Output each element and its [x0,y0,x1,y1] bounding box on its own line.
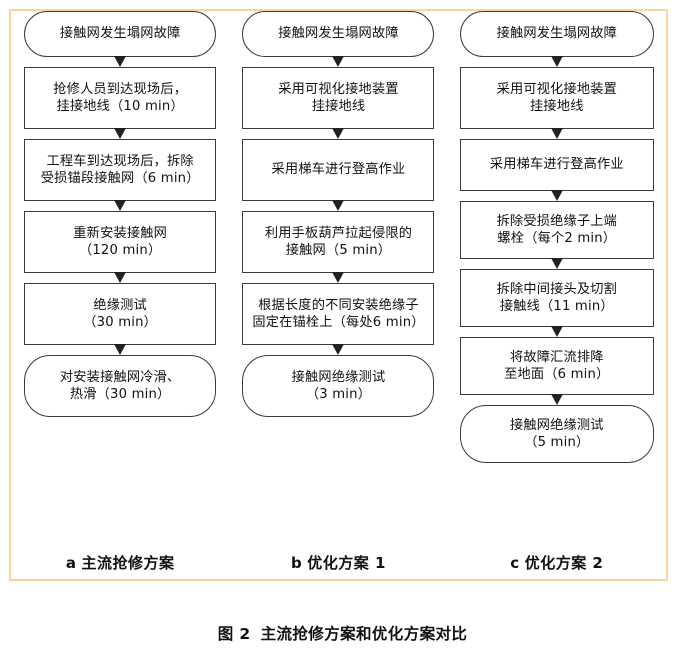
arrow-head [114,56,127,67]
flow-node-terminator[interactable]: 对安装接触网冷滑、 热滑（30 min） [24,355,217,417]
flow-arrow-down-icon [113,128,127,139]
flowchart-columns: 接触网发生塌网故障抢修人员到达现场后， 挂接地线（10 min） 工程车到达现场后… [11,11,666,579]
flow-node-terminator[interactable]: 接触网绝缘测试 （3 min） [242,355,435,417]
flow-node-text: 采用可视化接地装置 挂接地线 [496,81,618,114]
flow-node-process[interactable]: 采用可视化接地装置 挂接地线 [242,67,435,129]
flow-node-terminator[interactable]: 接触网发生塌网故障 [242,11,435,57]
flow-node-text: 根据长度的不同安装绝缘子 固定在锚栓上（每处6 min） [252,297,425,330]
column-label-letter: c [510,554,520,572]
arrow-head [332,128,345,139]
flow-node-text: 工程车到达现场后，拆除 受损锚段接触网（6 min） [40,153,200,186]
flow-node-text: 采用梯车进行登高作业 [271,162,406,178]
flow-node-process[interactable]: 采用可视化接地装置 挂接地线 [459,67,654,129]
arrow-head [550,56,563,67]
flow-arrow-down-icon [550,326,564,337]
flow-arrow-down-icon [550,258,564,269]
flow-node-process[interactable]: 工程车到达现场后，拆除 受损锚段接触网（6 min） [24,139,217,201]
arrow-head [550,128,563,139]
figure-frame: 接触网发生塌网故障抢修人员到达现场后， 挂接地线（10 min） 工程车到达现场后… [9,9,668,581]
figure-caption: 图 2 主流抢修方案和优化方案对比 [0,622,685,644]
flow-node-process[interactable]: 根据长度的不同安装绝缘子 固定在锚栓上（每处6 min） [242,283,435,345]
flow-node-process[interactable]: 采用梯车进行登高作业 [242,139,435,201]
column-label-text: 主流抢修方案 [81,554,175,572]
flow-node-process[interactable]: 采用梯车进行登高作业 [459,139,654,191]
flow-arrow-down-icon [550,190,564,201]
flow-node-terminator[interactable]: 接触网发生塌网故障 [24,11,217,57]
flow-node-list: 接触网发生塌网故障抢修人员到达现场后， 挂接地线（10 min） 工程车到达现场后… [11,11,229,552]
flow-arrow-down-icon [113,344,127,355]
flow-node-terminator[interactable]: 接触网发生塌网故障 [459,11,654,57]
flow-arrow-down-icon [331,128,345,139]
flow-node-process[interactable]: 重新安装接触网 （120 min） [24,211,217,273]
column-label-text: 优化方案 2 [524,554,604,572]
flow-column-scheme-b: 接触网发生塌网故障采用可视化接地装置 挂接地线采用梯车进行登高作业利用手板葫芦拉… [229,11,447,579]
flow-column-scheme-a: 接触网发生塌网故障抢修人员到达现场后， 挂接地线（10 min） 工程车到达现场后… [11,11,229,579]
flow-node-text: 接触网绝缘测试 （3 min） [291,369,386,402]
flow-node-text: 采用梯车进行登高作业 [489,157,624,173]
column-label-letter: a [65,554,77,572]
flow-node-text: 接触网发生塌网故障 [59,26,181,42]
arrow-head [114,128,127,139]
flow-arrow-down-icon [331,344,345,355]
flow-node-text: 接触网发生塌网故障 [278,26,399,42]
arrow-head [332,200,345,211]
flow-node-list: 接触网发生塌网故障采用可视化接地装置 挂接地线采用梯车进行登高作业利用手板葫芦拉… [229,11,447,552]
figure-caption-number: 图 2 [217,625,251,643]
flow-node-text: 将故障汇流排降 至地面（6 min） [504,349,610,382]
arrow-head [114,272,127,283]
flow-node-text: 接触网发生塌网故障 [496,26,618,42]
flow-node-process[interactable]: 抢修人员到达现场后， 挂接地线（10 min） [24,67,217,129]
flow-arrow-down-icon [550,128,564,139]
column-label-letter: b [291,554,303,572]
flow-node-text: 利用手板葫芦拉起侵限的 接触网（5 min） [264,225,413,258]
arrow-head [114,344,127,355]
flow-node-text: 绝缘测试 （30 min） [83,297,158,330]
flow-arrow-down-icon [331,272,345,283]
flow-node-text: 重新安装接触网 （120 min） [73,225,168,258]
flow-node-text: 对安装接触网冷滑、 热滑（30 min） [59,369,181,402]
figure-caption-title: 主流抢修方案和优化方案对比 [260,625,468,643]
flow-node-text: 接触网绝缘测试 （5 min） [509,417,604,450]
flow-node-text: 拆除受损绝缘子上端 螺栓（每个2 min） [496,213,618,246]
flow-arrow-down-icon [113,272,127,283]
arrow-head [550,326,563,337]
flow-node-list: 接触网发生塌网故障采用可视化接地装置 挂接地线采用梯车进行登高作业拆除受损绝缘子… [448,11,666,552]
flow-node-process[interactable]: 将故障汇流排降 至地面（6 min） [459,337,654,395]
flow-node-process[interactable]: 利用手板葫芦拉起侵限的 接触网（5 min） [242,211,435,273]
arrow-head [332,272,345,283]
flow-node-text: 抢修人员到达现场后， 挂接地线（10 min） [53,81,188,114]
flow-arrow-down-icon [113,56,127,67]
flow-arrow-down-icon [113,200,127,211]
arrow-head [114,200,127,211]
flow-column-scheme-c: 接触网发生塌网故障采用可视化接地装置 挂接地线采用梯车进行登高作业拆除受损绝缘子… [448,11,666,579]
column-label-text: 优化方案 1 [307,554,386,572]
flow-node-process[interactable]: 拆除中间接头及切割 接触线（11 min） [459,269,654,327]
flow-arrow-down-icon [550,394,564,405]
flow-node-process[interactable]: 拆除受损绝缘子上端 螺栓（每个2 min） [459,201,654,259]
flow-node-text: 采用可视化接地装置 挂接地线 [278,81,399,114]
flow-arrow-down-icon [331,56,345,67]
arrow-head [550,394,563,405]
flow-node-terminator[interactable]: 接触网绝缘测试 （5 min） [459,405,654,463]
arrow-head [550,190,563,201]
arrow-head [332,344,345,355]
flow-arrow-down-icon [550,56,564,67]
flow-node-text: 拆除中间接头及切割 接触线（11 min） [496,281,618,314]
flow-arrow-down-icon [331,200,345,211]
arrow-head [332,56,345,67]
flow-node-process[interactable]: 绝缘测试 （30 min） [24,283,217,345]
arrow-head [550,258,563,269]
